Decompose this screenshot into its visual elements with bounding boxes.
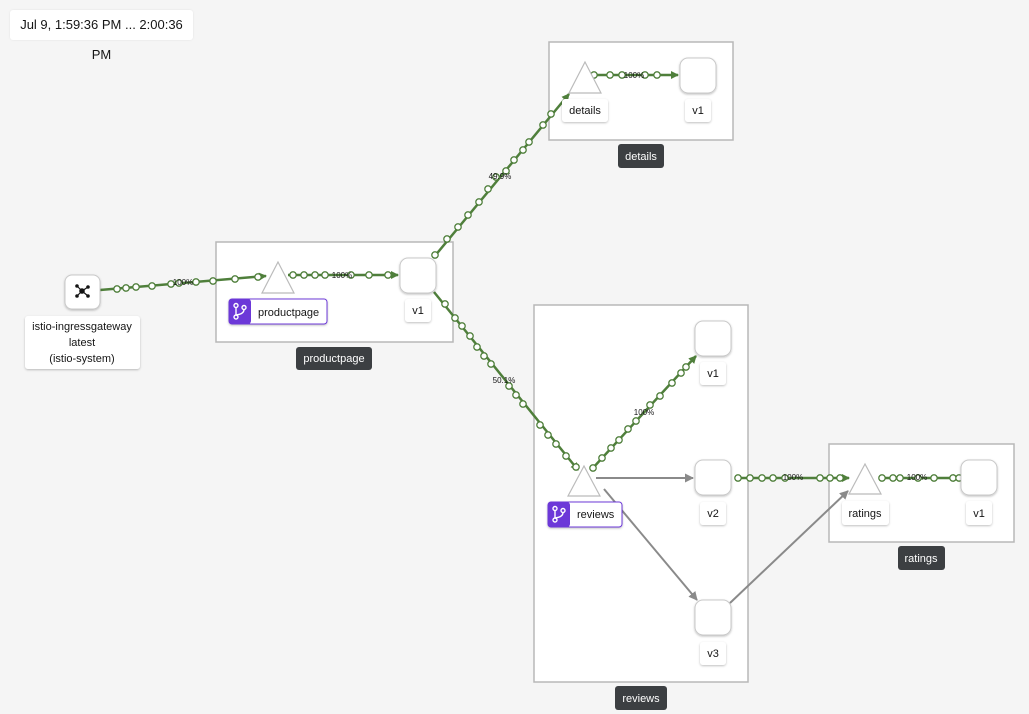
gateway-icon: [75, 284, 90, 298]
productpage-v1-workload[interactable]: [399, 257, 437, 294]
edge-label-productpage-v1: 100%: [332, 271, 352, 280]
svg-text:v1: v1: [973, 508, 985, 520]
reviews-v2-workload[interactable]: [694, 459, 732, 496]
edge-label-details: 49.9%: [489, 172, 512, 181]
svg-text:v2: v2: [707, 508, 719, 520]
ratings-v1-workload[interactable]: [960, 459, 998, 496]
svg-text:ratings: ratings: [904, 553, 938, 565]
reviews-service-triangle-icon[interactable]: [567, 464, 601, 497]
details-service-label[interactable]: details: [562, 99, 608, 122]
virtual-service-branch-icon: [233, 302, 247, 320]
productpage-service-triangle-icon[interactable]: [261, 260, 295, 294]
details-service-triangle-icon[interactable]: [568, 60, 602, 94]
ratings-service-triangle-icon[interactable]: [848, 462, 882, 495]
details-v1-label: v1: [685, 99, 711, 122]
edge-label-gateway: 100%: [173, 278, 193, 287]
reviews-v3-label: v3: [700, 642, 726, 665]
details-app-label[interactable]: details: [618, 144, 664, 168]
reviews-v1-label: v1: [700, 362, 726, 385]
reviews-v2-label: v2: [700, 502, 726, 525]
productpage-service-label[interactable]: productpage: [228, 298, 328, 325]
edge-label-reviews-v2-ratings: 100%: [783, 473, 803, 482]
svg-text:v1: v1: [692, 105, 704, 117]
edge-label-reviews: 50.1%: [493, 376, 516, 385]
gateway-label: istio-ingressgateway latest (istio-syste…: [25, 316, 140, 369]
ratings-app-label[interactable]: ratings: [898, 546, 945, 570]
svg-text:reviews: reviews: [577, 509, 615, 521]
svg-text:v1: v1: [707, 368, 719, 380]
edge-label-details-v1: 100%: [624, 71, 644, 80]
reviews-v3-workload[interactable]: [694, 599, 732, 636]
ratings-v1-label: v1: [966, 501, 992, 525]
ratings-service-label[interactable]: ratings: [842, 501, 889, 525]
svg-text:(istio-system): (istio-system): [49, 353, 114, 365]
details-v1-workload[interactable]: [679, 57, 717, 94]
svg-text:v3: v3: [707, 648, 719, 660]
reviews-v1-workload[interactable]: [694, 320, 732, 357]
virtual-service-branch-icon: [552, 505, 566, 523]
edge-reviews-v3-ratings[interactable]: [729, 490, 849, 604]
svg-text:ratings: ratings: [848, 508, 882, 520]
edge-productpage-reviews[interactable]: [433, 291, 579, 471]
svg-text:details: details: [625, 151, 657, 163]
reviews-app-label[interactable]: reviews: [615, 686, 667, 710]
productpage-app-label[interactable]: productpage: [296, 347, 372, 370]
svg-text:v1: v1: [412, 305, 424, 317]
svg-text:productpage: productpage: [258, 307, 319, 319]
svg-text:details: details: [569, 105, 601, 117]
svg-text:istio-ingressgateway: istio-ingressgateway: [32, 321, 132, 333]
svg-text:productpage: productpage: [303, 353, 364, 365]
svg-text:latest: latest: [69, 337, 95, 349]
productpage-v1-label: v1: [405, 299, 431, 322]
gateway-node[interactable]: [64, 274, 101, 310]
time-range-display[interactable]: Jul 9, 1:59:36 PM ... 2:00:36 PM: [10, 10, 193, 62]
traffic-dots: [113, 71, 963, 482]
edge-label-ratings-v1: 100%: [907, 473, 927, 482]
reviews-service-label[interactable]: reviews: [547, 501, 623, 528]
svg-text:reviews: reviews: [622, 693, 660, 705]
edge-label-reviews-v1: 100%: [634, 408, 654, 417]
